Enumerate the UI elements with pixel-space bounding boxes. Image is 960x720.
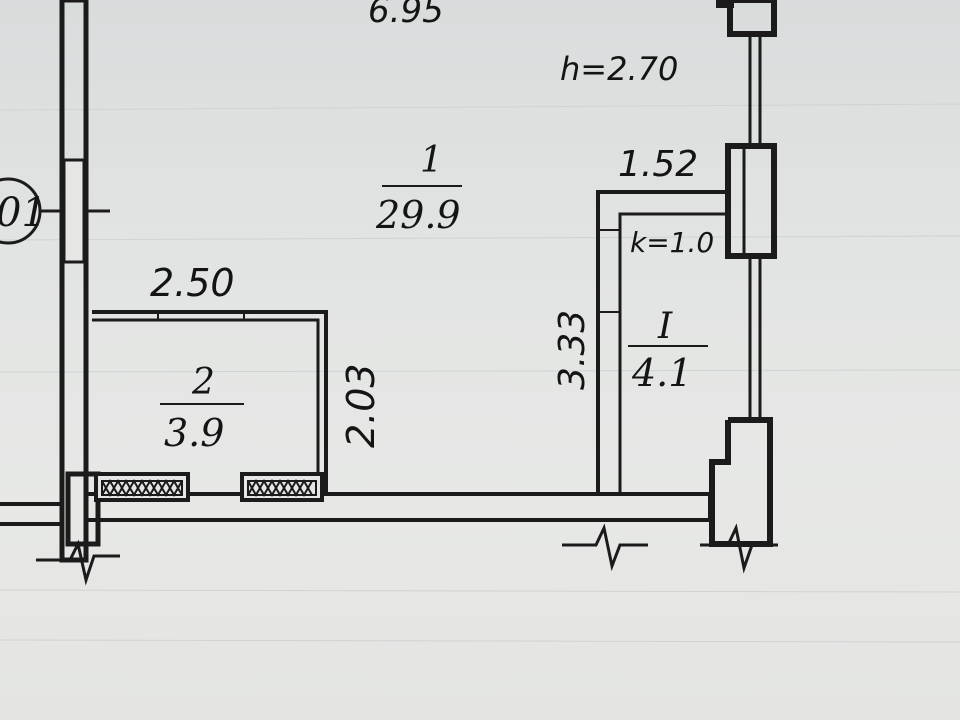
room-1-area: 29.9 xyxy=(375,193,461,237)
ceiling-height-label: h=2.70 xyxy=(560,50,678,88)
dimension-width-1-52: 1.52 xyxy=(618,144,698,185)
room-I-number: I xyxy=(657,306,673,347)
room-2-number: 2 xyxy=(191,362,215,403)
coefficient-label: k=1.0 xyxy=(630,226,714,259)
dimension-width-2-50: 2.50 xyxy=(150,261,235,305)
vent-left xyxy=(94,472,190,502)
room-I-label: I 4.1 xyxy=(628,306,708,395)
axis-marker: 01 xyxy=(0,177,62,245)
room-2-area: 3.9 xyxy=(164,411,224,455)
room-1-number: 1 xyxy=(420,140,443,181)
room-I-area: 4.1 xyxy=(631,351,692,395)
vent-right xyxy=(240,472,324,502)
room-I-walls xyxy=(596,190,728,494)
paper-grid xyxy=(0,103,960,643)
dimension-height-3-33: 3.33 xyxy=(552,310,593,390)
room-1-label: 1 29.9 xyxy=(375,140,462,237)
room-2-label: 2 3.9 xyxy=(160,362,244,455)
dimension-top-partial: 6.95 xyxy=(368,0,444,31)
dimension-height-2-03: 2.03 xyxy=(339,363,383,448)
axis-marker-label: 01 xyxy=(0,190,47,236)
right-wall xyxy=(709,0,777,547)
room-2-walls xyxy=(92,310,328,496)
left-wall xyxy=(59,0,110,563)
